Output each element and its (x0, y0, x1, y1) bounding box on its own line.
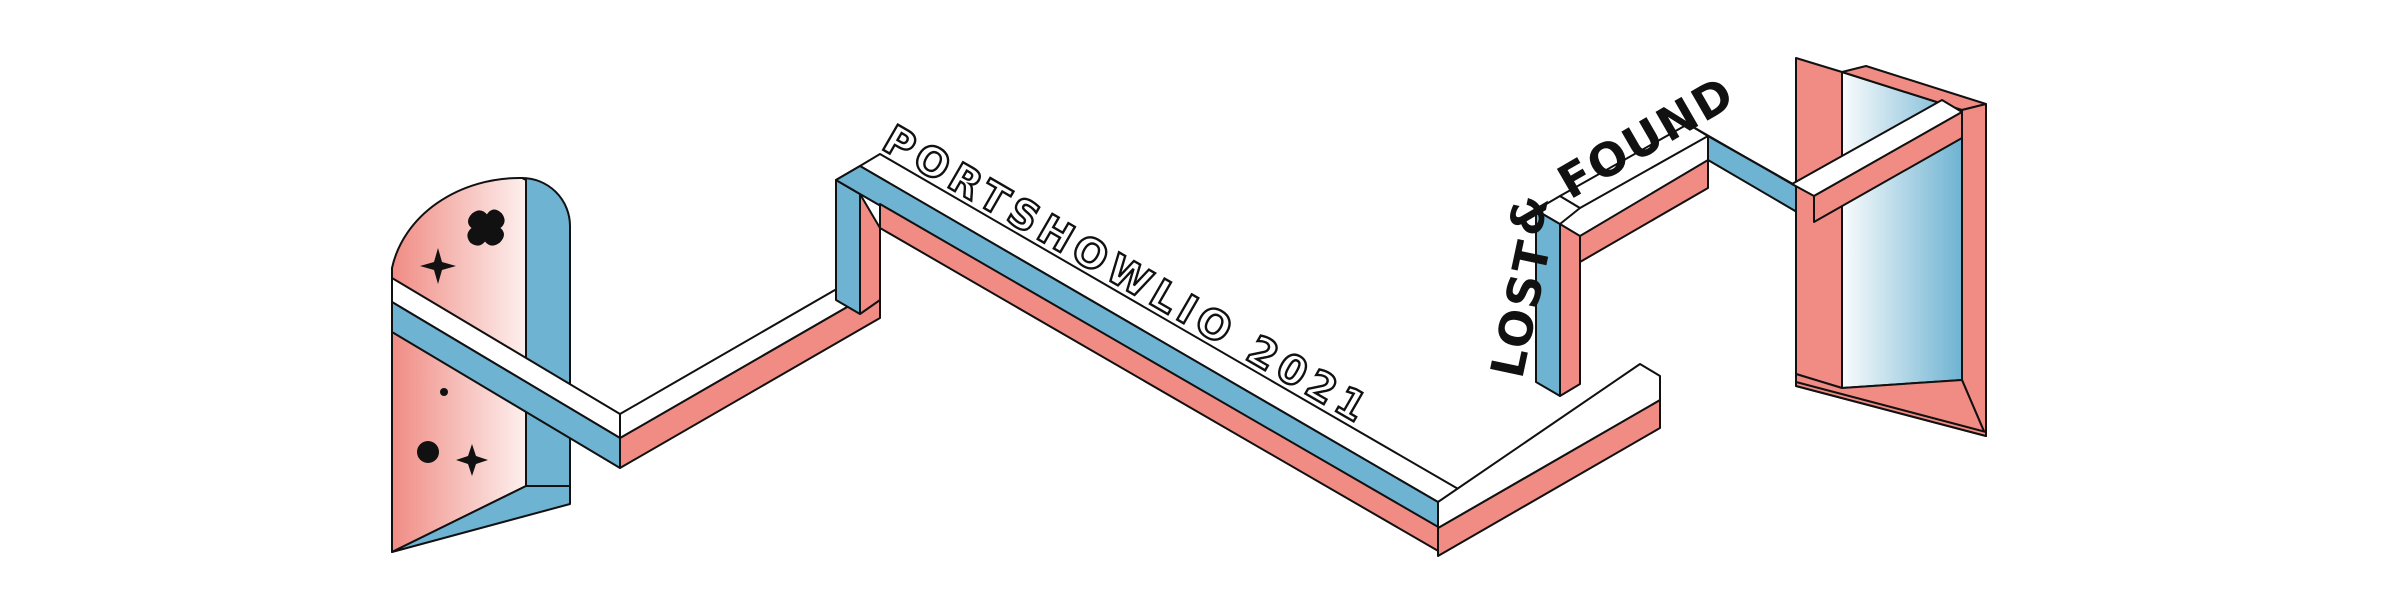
ribbon-step1-blue (835, 179, 861, 315)
dot-icon (440, 388, 448, 396)
ribbon-long-top (859, 153, 1461, 503)
sparkle-icon (420, 248, 456, 284)
ribbon-bottom-pink (1437, 399, 1661, 557)
ribbon-upper-pink (1579, 159, 1709, 263)
squiggle-blob-icon (467, 209, 505, 246)
dot-icon (417, 441, 439, 463)
subtitle-text: PORTSHOWLIO 2021 (875, 117, 1379, 435)
window-back-pink (1795, 57, 1843, 389)
sparkle-icon (456, 444, 488, 476)
ribbon-bottom-top (1437, 363, 1661, 529)
ribbon-long-pink (879, 203, 1441, 553)
ribbon-rise-pink (619, 287, 881, 469)
ampersand: & (1498, 188, 1560, 240)
arch-door-threshold (391, 485, 571, 553)
ribbon-window-pink (1813, 111, 1963, 223)
arch-door-side (521, 177, 571, 487)
ribbon-step1-pink (859, 193, 881, 315)
ribbon-column-pink (1559, 223, 1581, 397)
window-sill-bottom (1795, 381, 1987, 437)
found-word: FOUND (1549, 65, 1744, 209)
